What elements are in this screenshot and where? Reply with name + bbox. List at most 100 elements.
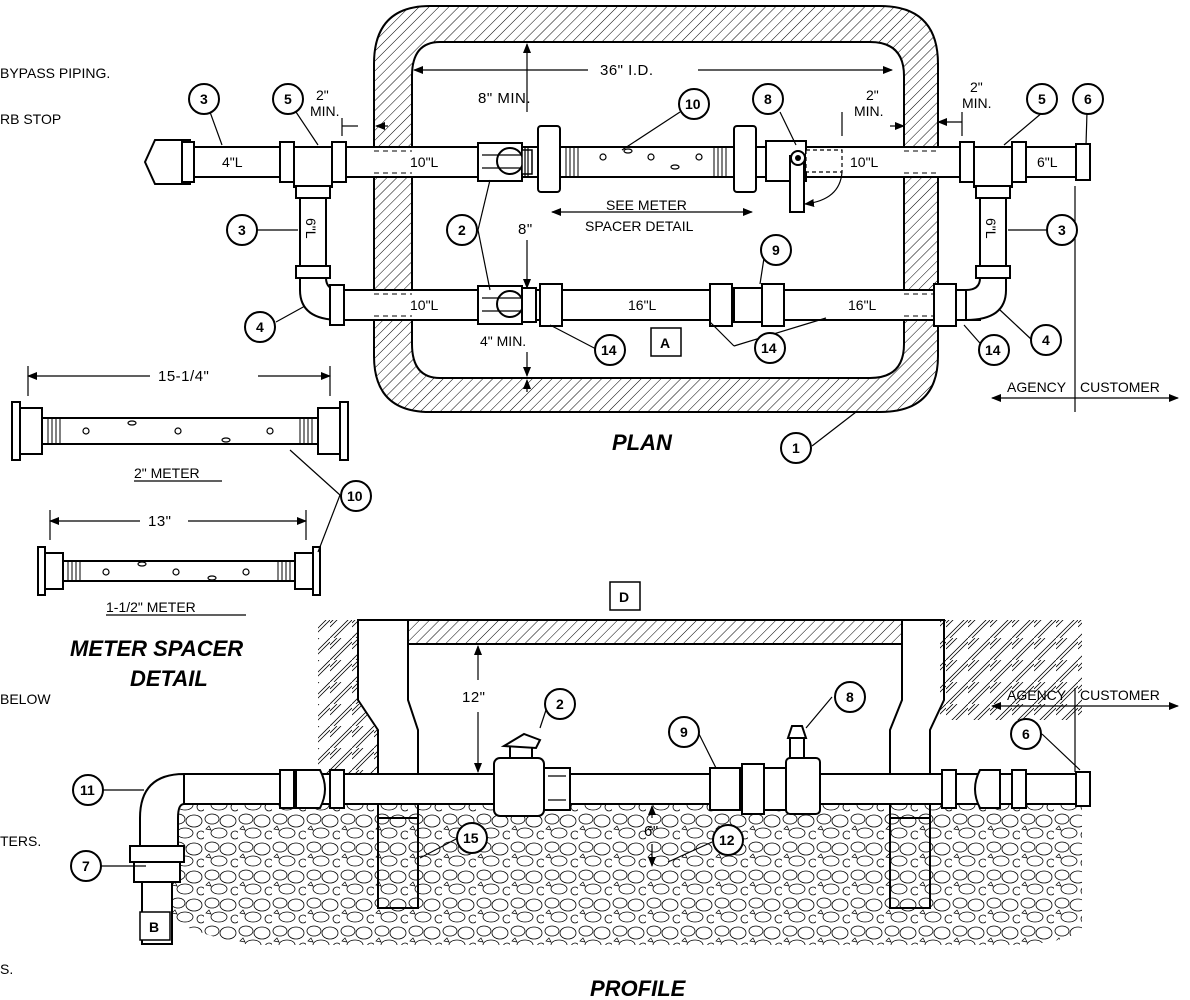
- svg-text:14: 14: [985, 342, 1001, 358]
- callout-6-b: 6: [1010, 718, 1042, 750]
- svg-text:6"L: 6"L: [983, 218, 999, 239]
- svg-text:MIN.: MIN.: [310, 103, 340, 119]
- callout-balloons: 1 2 3 3 3 4 4 5 5 6 6 7 8 8 9 9 2 10 10 …: [70, 83, 1104, 882]
- svg-text:5: 5: [284, 91, 292, 107]
- len-4: 4"L: [222, 154, 243, 170]
- callout-12: 12: [712, 824, 744, 856]
- svg-text:3: 3: [1058, 222, 1066, 238]
- svg-text:2": 2": [970, 79, 983, 95]
- svg-text:AGENCY: AGENCY: [1007, 379, 1067, 395]
- svg-text:7: 7: [82, 858, 90, 874]
- note-fragment-4: TERS.: [0, 833, 41, 849]
- svg-text:CUSTOMER: CUSTOMER: [1080, 379, 1160, 395]
- callout-1: 1: [780, 432, 812, 464]
- callout-5-a: 5: [272, 83, 304, 115]
- svg-text:B: B: [149, 919, 159, 935]
- svg-text:10: 10: [347, 488, 363, 504]
- meter-box-wall: [373, 5, 939, 413]
- callout-2-profile: 2: [544, 688, 576, 720]
- note-fragment-2: RB STOP: [0, 111, 61, 127]
- callout-3-c: 3: [1046, 214, 1078, 246]
- svg-text:2": 2": [316, 87, 329, 103]
- callout-11: 11: [72, 774, 104, 806]
- svg-text:10"L: 10"L: [410, 297, 439, 313]
- svg-text:D: D: [619, 589, 629, 605]
- svg-text:PROFILE: PROFILE: [590, 976, 687, 1000]
- callout-7: 7: [70, 850, 102, 882]
- callout-14-a: 14: [594, 334, 626, 366]
- svg-text:1-1/2" METER: 1-1/2" METER: [106, 599, 196, 615]
- svg-text:5: 5: [1038, 91, 1046, 107]
- svg-text:4: 4: [256, 319, 264, 335]
- svg-text:16"L: 16"L: [848, 297, 877, 313]
- elbow-11: [139, 772, 185, 851]
- svg-text:6: 6: [1022, 726, 1030, 742]
- svg-text:14: 14: [601, 342, 617, 358]
- svg-text:12": 12": [462, 689, 486, 706]
- callout-9-b: 9: [668, 716, 700, 748]
- svg-text:4: 4: [1042, 332, 1050, 348]
- svg-text:2": 2": [866, 87, 879, 103]
- callout-4-a: 4: [244, 311, 276, 343]
- svg-text:3: 3: [200, 91, 208, 107]
- svg-text:SPACER DETAIL: SPACER DETAIL: [585, 218, 694, 234]
- len-10-top-left: 10"L: [410, 154, 439, 170]
- callout-9-a: 9: [760, 234, 792, 266]
- svg-text:2: 2: [458, 222, 466, 238]
- svg-text:CUSTOMER: CUSTOMER: [1080, 687, 1160, 703]
- len-10-top-right: 10"L: [850, 154, 879, 170]
- box-d: [609, 581, 641, 611]
- svg-text:4" MIN.: 4" MIN.: [480, 333, 526, 349]
- svg-text:16"L: 16"L: [628, 297, 657, 313]
- callout-2-top: 2: [446, 214, 478, 246]
- dim-36-id: 36" I.D.: [600, 62, 654, 79]
- svg-text:DETAIL: DETAIL: [130, 666, 208, 691]
- dim-8-min: 8" MIN.: [478, 90, 531, 107]
- box-wall-right: [889, 619, 945, 909]
- callout-6-a: 6: [1072, 83, 1104, 115]
- svg-text:6": 6": [644, 823, 659, 840]
- svg-text:9: 9: [772, 242, 780, 258]
- box-a: [650, 327, 682, 357]
- len-6-top: 6"L: [1037, 154, 1058, 170]
- svg-text:8: 8: [846, 689, 854, 705]
- callout-10-b: 10: [340, 480, 372, 512]
- callout-4-b: 4: [1030, 324, 1062, 356]
- note-fragment-5: S.: [0, 961, 13, 977]
- svg-text:1: 1: [792, 440, 800, 456]
- svg-text:2" METER: 2" METER: [134, 465, 200, 481]
- callout-5-b: 5: [1026, 83, 1058, 115]
- svg-text:2: 2: [556, 696, 564, 712]
- ball-valve-profile: [493, 757, 545, 817]
- svg-text:8: 8: [764, 91, 772, 107]
- svg-text:12: 12: [719, 832, 735, 848]
- svg-text:SEE METER: SEE METER: [606, 197, 687, 213]
- svg-text:14: 14: [761, 340, 777, 356]
- callout-3-b: 3: [226, 214, 258, 246]
- svg-text:A: A: [660, 335, 670, 351]
- svg-text:3: 3: [238, 222, 246, 238]
- callout-8-b: 8: [834, 681, 866, 713]
- svg-text:13": 13": [148, 513, 172, 530]
- note-fragment-3: BELOW: [0, 691, 51, 707]
- box-b: [139, 911, 171, 941]
- svg-text:11: 11: [80, 782, 95, 798]
- meter-flange-right: [733, 125, 757, 193]
- meter-spacer-detail: 15-1/4" 2" METER 13": [11, 366, 349, 691]
- callout-14-c: 14: [978, 334, 1010, 366]
- meter-flange-left: [537, 125, 561, 193]
- profile-view: D 12" 6": [100, 581, 1179, 1000]
- callout-10-a: 10: [678, 88, 710, 120]
- svg-text:6"L: 6"L: [303, 218, 319, 239]
- svg-text:6: 6: [1084, 91, 1092, 107]
- svg-text:METER SPACER: METER SPACER: [70, 636, 243, 661]
- meter-box-lid: [407, 619, 903, 645]
- svg-text:MIN.: MIN.: [962, 95, 992, 111]
- callout-3-a: 3: [188, 83, 220, 115]
- svg-text:AGENCY: AGENCY: [1007, 687, 1067, 703]
- svg-text:9: 9: [680, 724, 688, 740]
- note-fragment-1: BYPASS PIPING.: [0, 65, 110, 81]
- plan-title: PLAN: [612, 430, 673, 455]
- svg-text:10: 10: [685, 96, 701, 112]
